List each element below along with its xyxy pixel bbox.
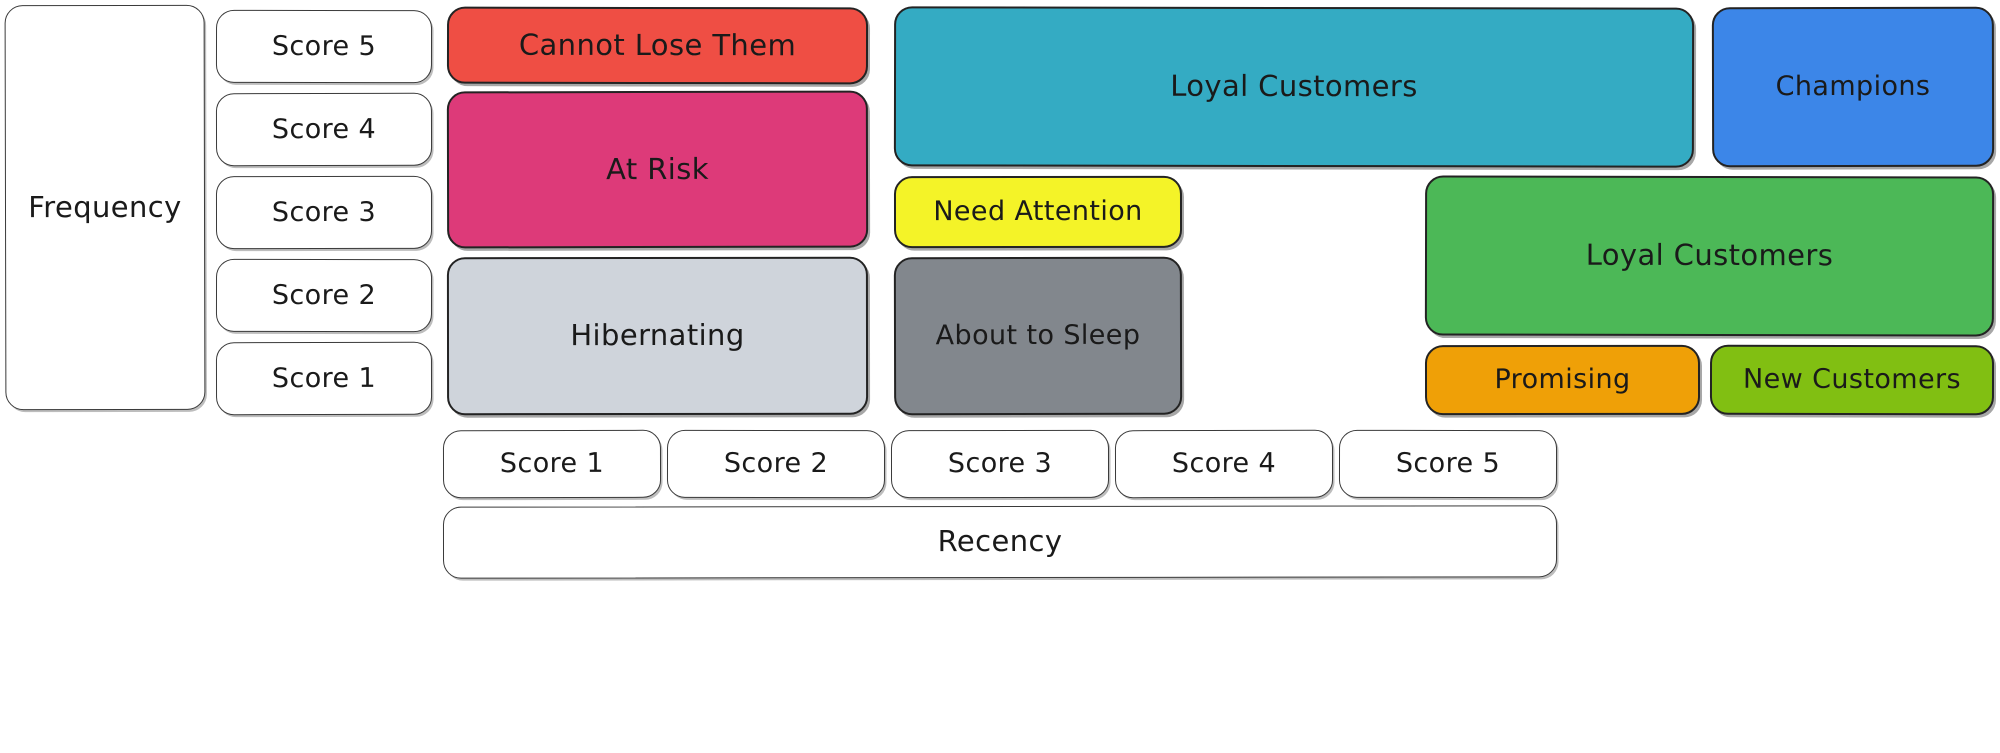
- segment-hibernating[interactable]: Hibernating: [446, 256, 869, 416]
- frequency-score-4-text: Score 4: [271, 113, 377, 146]
- frequency-axis-label-text: Frequency: [28, 189, 182, 224]
- recency-score-2-label: Score 2: [666, 429, 886, 499]
- recency-score-5-text: Score 5: [1395, 448, 1501, 480]
- segment-loyal-customers-teal-label: Loyal Customers: [1170, 69, 1418, 104]
- recency-score-2-text: Score 2: [723, 448, 829, 480]
- segment-need-attention-label: Need Attention: [933, 196, 1143, 228]
- recency-score-3-text: Score 3: [947, 448, 1053, 480]
- frequency-score-2-label: Score 2: [215, 258, 433, 333]
- recency-score-3-label: Score 3: [890, 429, 1110, 499]
- segment-cannot-lose-them[interactable]: Cannot Lose Them: [446, 6, 869, 85]
- recency-score-4-text: Score 4: [1171, 448, 1277, 480]
- frequency-score-1-text: Score 1: [271, 362, 377, 395]
- segment-new-customers-label: New Customers: [1743, 364, 1961, 396]
- recency-score-5-label: Score 5: [1338, 429, 1558, 499]
- recency-score-4-label: Score 4: [1114, 429, 1334, 499]
- segment-at-risk[interactable]: At Risk: [446, 90, 869, 249]
- frequency-score-4-label: Score 4: [215, 92, 433, 167]
- segment-about-to-sleep-label: About to Sleep: [935, 320, 1141, 352]
- segment-hibernating-label: Hibernating: [570, 318, 745, 353]
- segment-need-attention[interactable]: Need Attention: [893, 175, 1183, 249]
- recency-axis-label: Recency: [442, 505, 1558, 579]
- recency-score-1-text: Score 1: [499, 448, 605, 480]
- segment-champions-label: Champions: [1775, 71, 1931, 103]
- segment-promising[interactable]: Promising: [1424, 344, 1701, 416]
- frequency-score-3-label: Score 3: [215, 175, 433, 250]
- segment-loyal-customers-green-label: Loyal Customers: [1585, 238, 1834, 273]
- segment-new-customers[interactable]: New Customers: [1709, 344, 1995, 416]
- recency-score-1-label: Score 1: [442, 429, 662, 499]
- frequency-score-1-label: Score 1: [215, 341, 433, 416]
- segment-champions[interactable]: Champions: [1711, 6, 1995, 168]
- segment-cannot-lose-them-label: Cannot Lose Them: [518, 27, 797, 63]
- frequency-score-3-text: Score 3: [271, 196, 377, 229]
- frequency-score-2-text: Score 2: [271, 279, 377, 312]
- frequency-axis-label: Frequency: [4, 4, 206, 411]
- segment-loyal-customers-teal[interactable]: Loyal Customers: [893, 6, 1695, 168]
- frequency-score-5-label: Score 5: [215, 9, 433, 84]
- recency-axis-label-text: Recency: [937, 524, 1063, 559]
- segment-loyal-customers-green[interactable]: Loyal Customers: [1424, 175, 1995, 337]
- segment-at-risk-label: At Risk: [606, 151, 709, 186]
- segment-promising-label: Promising: [1494, 364, 1631, 396]
- segment-about-to-sleep[interactable]: About to Sleep: [893, 256, 1183, 416]
- frequency-score-5-text: Score 5: [271, 30, 377, 63]
